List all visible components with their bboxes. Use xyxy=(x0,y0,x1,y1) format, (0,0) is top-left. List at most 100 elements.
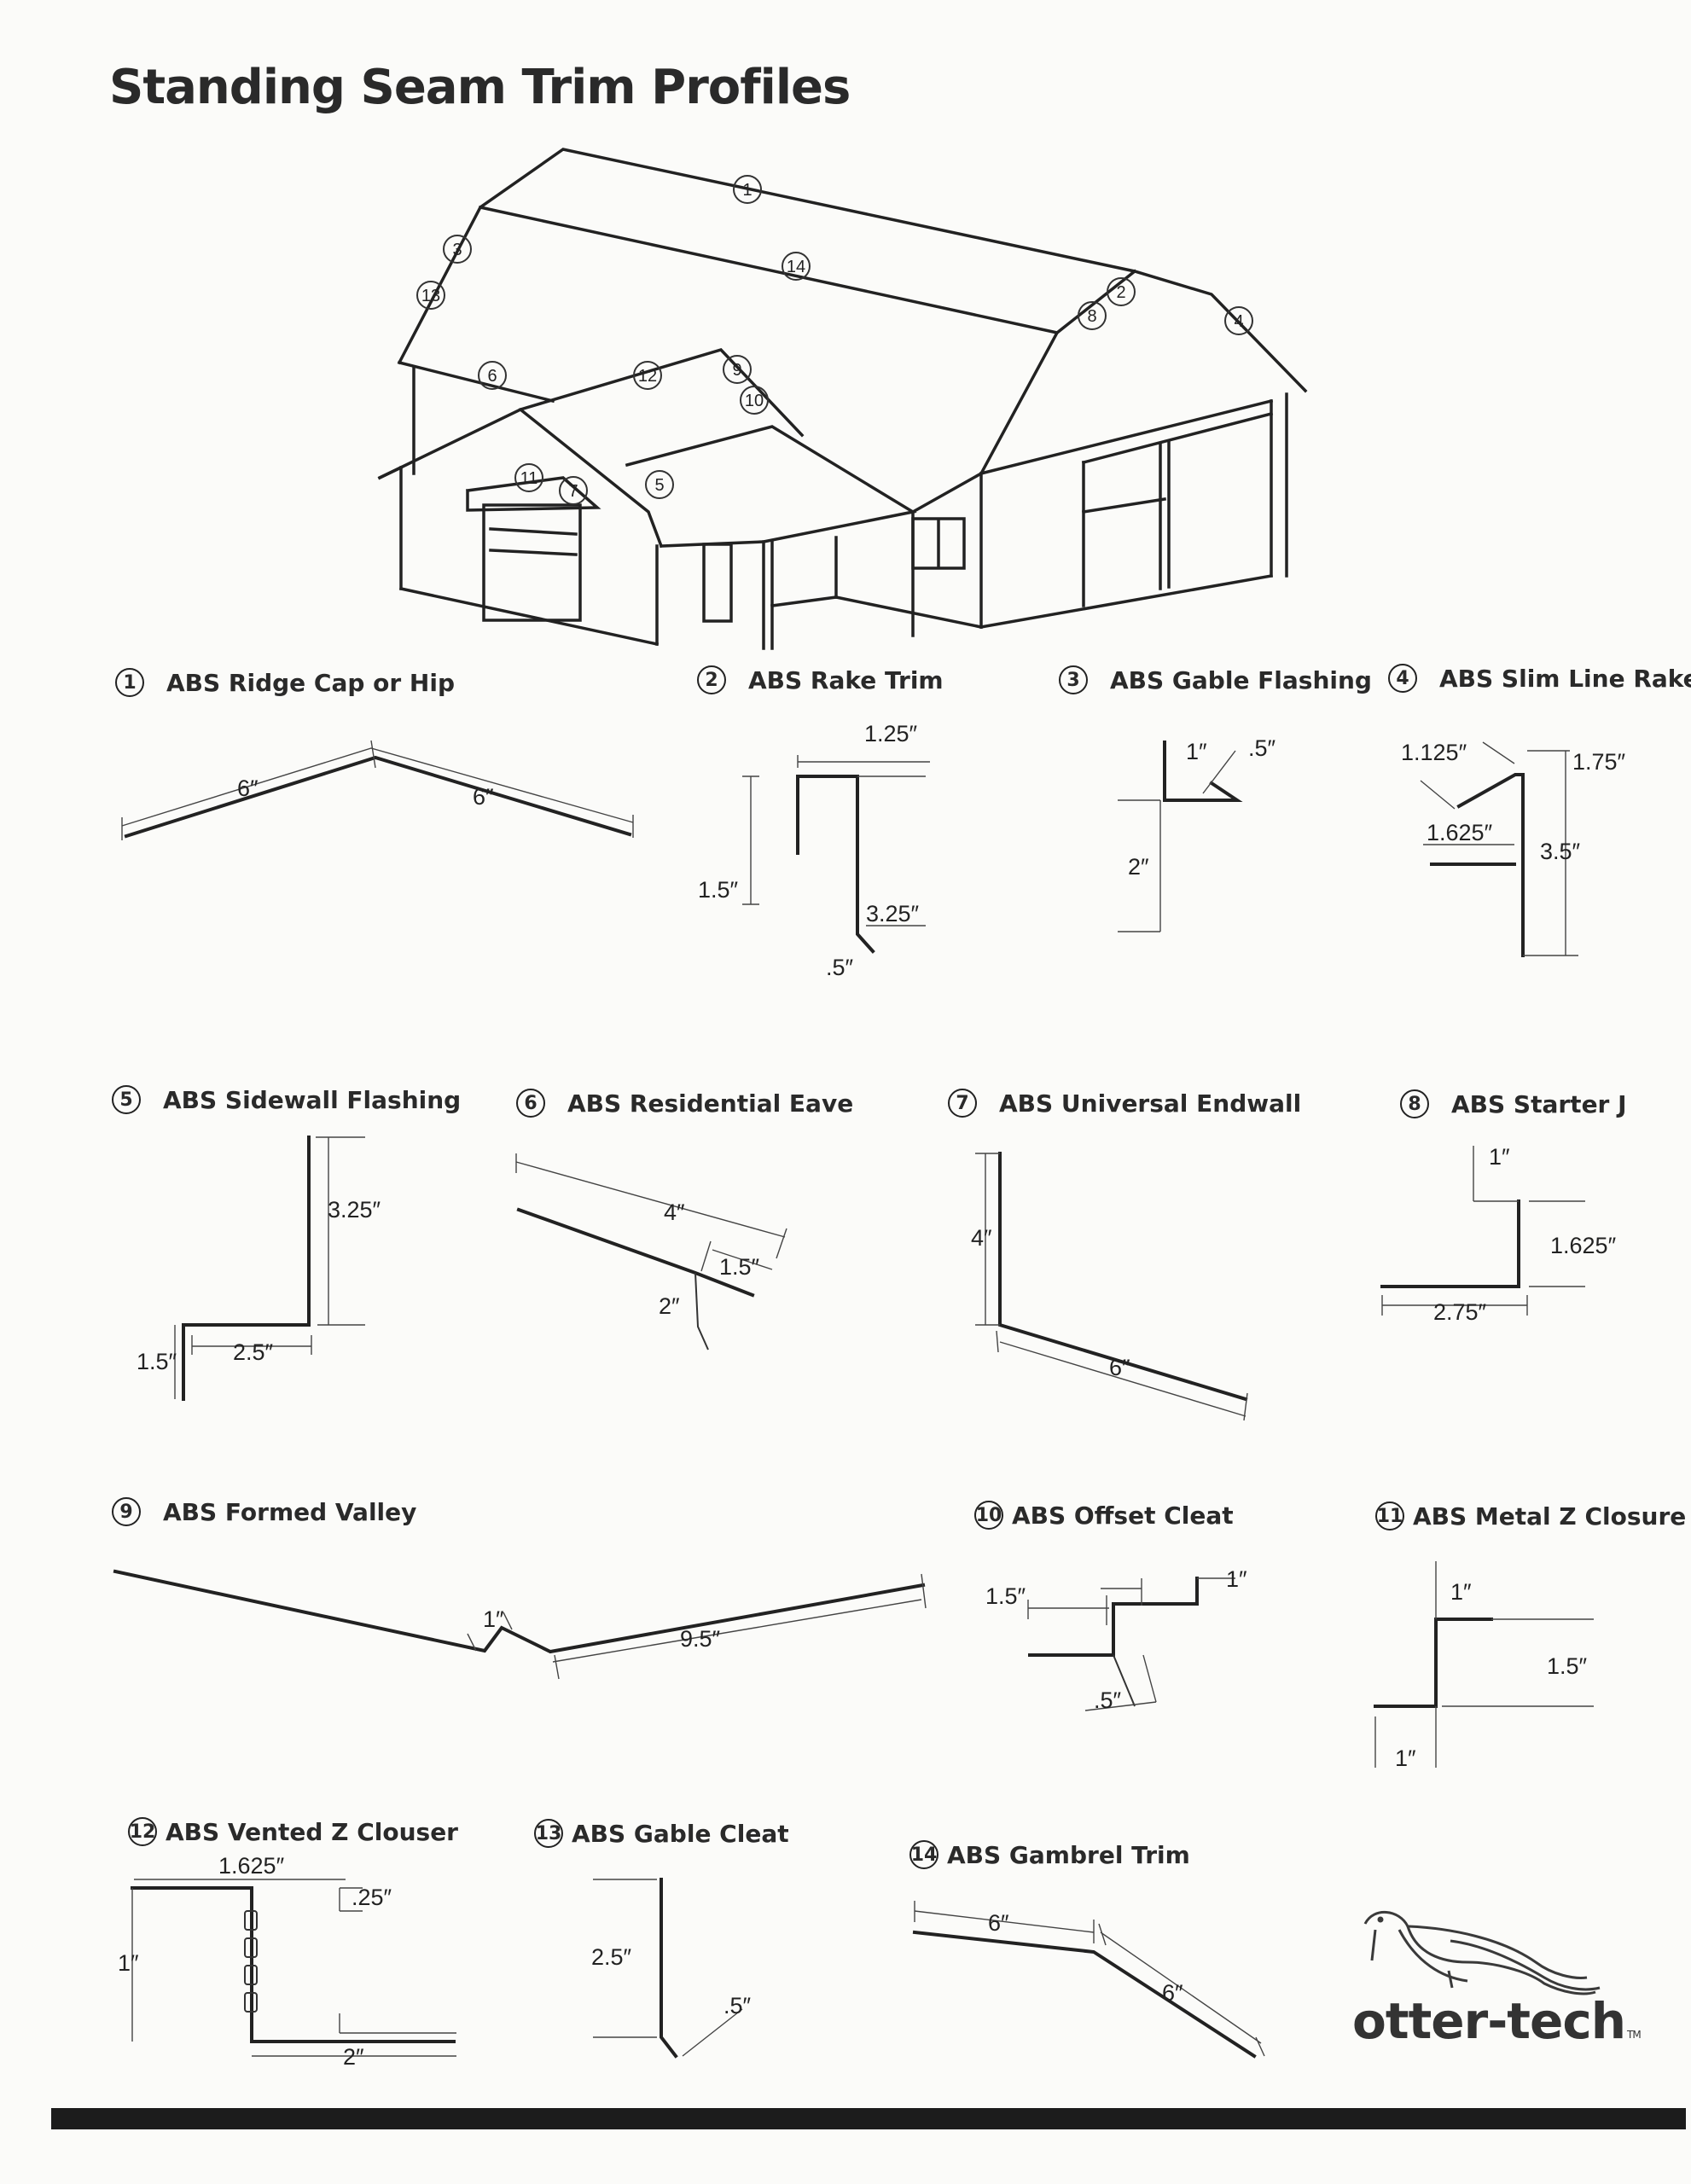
dim-label: 2.5″ xyxy=(233,1339,274,1365)
number-badge: 3 xyxy=(1059,665,1088,694)
house-callout: 10 xyxy=(745,392,764,410)
profile-label: ABS Gambrel Trim xyxy=(947,1840,1190,1869)
heading-profile-9: 9 ABS Formed Valley xyxy=(112,1497,416,1526)
house-callout: 4 xyxy=(1234,312,1243,331)
dim-label: .5″ xyxy=(1094,1687,1122,1713)
dim-label: 1″ xyxy=(1395,1745,1416,1771)
dim-label: 4″ xyxy=(664,1199,685,1225)
heading-profile-2: 2 ABS Rake Trim xyxy=(697,665,944,694)
number-badge: 10 xyxy=(974,1501,1003,1530)
dim-label: 2″ xyxy=(343,2044,364,2070)
dim-label: 3.25″ xyxy=(866,901,920,926)
dim-label: 3.25″ xyxy=(328,1197,381,1223)
heading-profile-3: 3 ABS Gable Flashing xyxy=(1059,665,1372,694)
profile-9-drawing: 1″ 9.5″ xyxy=(113,1569,927,1680)
heading-profile-11: 11 ABS Metal Z Closure xyxy=(1375,1502,1686,1531)
house-illustration: 1 2 3 4 5 6 7 8 9 10 11 12 13 1 xyxy=(377,148,1308,650)
profile-5-drawing: 3.25″ 1.5″ 2.5″ xyxy=(137,1136,381,1401)
profile-12-drawing: 1.625″ .25″ 1″ 2″ xyxy=(118,1853,456,2070)
dim-label: 6″ xyxy=(988,1910,1009,1936)
dim-label: 1.625″ xyxy=(1550,1233,1617,1258)
dim-label: 1″ xyxy=(1226,1566,1247,1592)
dim-label: 1.5″ xyxy=(1547,1653,1588,1679)
house-callout: 12 xyxy=(638,367,657,386)
profile-8-drawing: 1″ 1.625″ 2.75″ xyxy=(1380,1144,1617,1325)
heading-profile-1: 1 ABS Ridge Cap or Hip xyxy=(115,668,455,697)
number-badge: 11 xyxy=(1375,1502,1404,1531)
number-badge: 5 xyxy=(112,1085,141,1114)
number-badge: 4 xyxy=(1388,664,1417,693)
house-callout: 9 xyxy=(732,361,741,380)
profile-14-drawing: 6″ 6″ xyxy=(912,1901,1265,2059)
heading-profile-14: 14 ABS Gambrel Trim xyxy=(909,1840,1190,1869)
page-title: Standing Seam Trim Profiles xyxy=(109,60,851,115)
profile-label: ABS Metal Z Closure xyxy=(1413,1502,1687,1531)
dim-label: 1.75″ xyxy=(1572,749,1626,775)
number-badge: 12 xyxy=(128,1817,157,1846)
dim-label: 1″ xyxy=(1186,739,1207,764)
heading-profile-7: 7 ABS Universal Endwall xyxy=(948,1089,1301,1118)
house-callout: 11 xyxy=(520,469,538,488)
house-callout: 2 xyxy=(1116,283,1125,302)
number-badge: 6 xyxy=(516,1089,545,1118)
dim-label: 1.25″ xyxy=(864,721,918,746)
dim-label: 1.625″ xyxy=(1427,820,1493,845)
heading-profile-6: 6 ABS Residential Eave xyxy=(516,1089,853,1118)
number-badge: 2 xyxy=(697,665,726,694)
number-badge: 1 xyxy=(115,668,144,697)
profile-6-drawing: 4″ 1.5″ 2″ xyxy=(515,1153,787,1350)
house-callout: 7 xyxy=(568,482,578,501)
dim-label: 1.5″ xyxy=(137,1349,177,1374)
house-callout: 3 xyxy=(452,241,462,259)
dim-label: 1.5″ xyxy=(719,1254,760,1280)
profile-1-drawing: 6″ 6″ xyxy=(121,740,634,840)
dim-label: 2″ xyxy=(659,1293,680,1319)
number-badge: 7 xyxy=(948,1089,977,1118)
dim-label: .5″ xyxy=(826,955,854,980)
profile-label: ABS Sidewall Flashing xyxy=(163,1085,462,1114)
heading-profile-4: 4 ABS Slim Line Rake xyxy=(1388,664,1691,693)
house-callout: 14 xyxy=(787,258,805,276)
dim-label: .25″ xyxy=(352,1885,392,1910)
number-badge: 8 xyxy=(1400,1089,1429,1118)
profile-label: ABS Slim Line Rake xyxy=(1439,664,1691,693)
number-badge: 14 xyxy=(909,1840,938,1869)
dim-label: 6″ xyxy=(237,775,259,801)
profile-4-drawing: 1.125″ 1.75″ 1.625″ 3.5″ xyxy=(1401,740,1626,957)
profile-label: ABS Gable Cleat xyxy=(572,1819,789,1848)
dim-label: 6″ xyxy=(473,784,494,810)
dim-label: 2.5″ xyxy=(591,1944,632,1970)
house-callout: 1 xyxy=(742,181,752,200)
profile-2-drawing: 1.25″ 1.5″ 3.25″ .5″ xyxy=(698,721,930,980)
profile-label: ABS Offset Cleat xyxy=(1012,1501,1234,1530)
trademark-mark: TM xyxy=(1627,2029,1642,2041)
dim-label: 9.5″ xyxy=(680,1626,721,1652)
profile-11-drawing: 1″ 1.5″ 1″ xyxy=(1374,1561,1594,1771)
dim-label: 2″ xyxy=(1128,854,1149,880)
dim-label: .5″ xyxy=(723,1993,752,2018)
house-callout: 5 xyxy=(654,476,664,495)
logo-text: otter-tech xyxy=(1352,1992,1626,2050)
dim-label: 6″ xyxy=(1109,1355,1130,1380)
house-callout: 13 xyxy=(421,287,440,305)
dim-label: 2.75″ xyxy=(1433,1299,1487,1325)
house-callout: 8 xyxy=(1087,307,1096,326)
profile-label: ABS Starter J xyxy=(1451,1089,1627,1118)
heading-profile-5: 5 ABS Sidewall Flashing xyxy=(112,1085,461,1114)
heading-profile-10: 10 ABS Offset Cleat xyxy=(974,1501,1234,1530)
profile-label: ABS Rake Trim xyxy=(748,665,944,694)
dim-label: 4″ xyxy=(971,1225,992,1251)
dim-label: 1″ xyxy=(118,1950,139,1976)
profile-3-drawing: 1″ .5″ 2″ xyxy=(1118,735,1276,932)
profile-label: ABS Vented Z Clouser xyxy=(166,1817,458,1846)
dim-label: 1″ xyxy=(1489,1144,1510,1170)
house-callout: 6 xyxy=(487,367,497,386)
number-badge: 13 xyxy=(534,1819,563,1848)
dim-label: 6″ xyxy=(1162,1980,1183,2006)
dim-label: 1″ xyxy=(483,1606,504,1632)
dim-label: 3.5″ xyxy=(1540,839,1581,864)
profile-label: ABS Residential Eave xyxy=(567,1089,854,1118)
profile-7-drawing: 4″ 6″ xyxy=(971,1152,1248,1421)
